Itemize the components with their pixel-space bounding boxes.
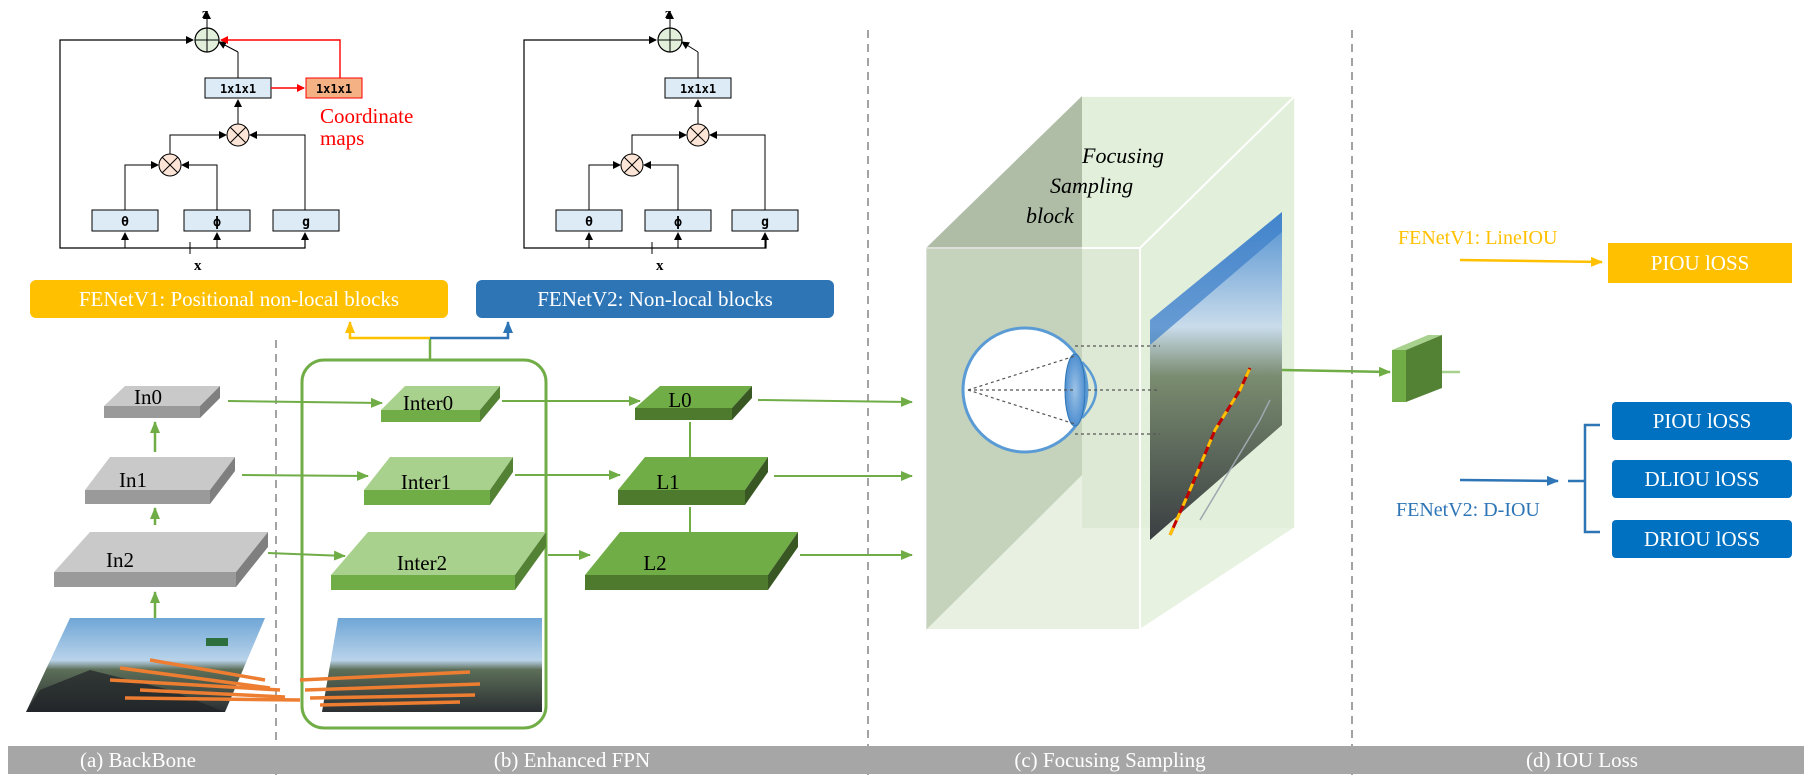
in1-layer-top xyxy=(85,457,235,490)
g-label: g xyxy=(761,215,769,230)
piou-loss-v2-label: PIOU lOSS xyxy=(1653,409,1752,433)
input-x-label: x xyxy=(656,258,664,274)
g-box xyxy=(731,209,799,232)
focusing-title-line-1: Focusing xyxy=(1081,143,1164,168)
input-x-label: x xyxy=(194,258,202,274)
focusing-title-line-2: Sampling xyxy=(1050,173,1133,198)
inter2-layer xyxy=(331,532,546,575)
banner-v2: FENetV2: Non-local blocks xyxy=(476,280,834,318)
theta-label: θ xyxy=(585,215,593,230)
coord-maps-label-1: Coordinate xyxy=(320,104,413,128)
in2-layer-top xyxy=(54,532,268,572)
l1-label: L1 xyxy=(656,470,679,494)
banner-v1-label: FENetV1: Positional non-local blocks xyxy=(79,287,399,311)
section-dividers xyxy=(275,30,1353,775)
phi-label: ϕ xyxy=(674,215,682,230)
section-b-label: (b) Enhanced FPN xyxy=(494,748,650,772)
focus-rays xyxy=(967,345,1160,435)
banner-v2-label: FENetV2: Non-local blocks xyxy=(537,287,773,311)
backbone-to-fpn-arrows xyxy=(227,397,383,561)
banner-v1-box xyxy=(30,280,448,318)
conv-out-label: 1x1x1 xyxy=(220,82,256,96)
nonlocal-block-v2: z x 1x1x1 θ ϕ g xyxy=(523,6,799,274)
inter1-layer xyxy=(364,457,513,490)
piou-loss-v1-box xyxy=(1608,243,1792,283)
fpn-to-banner-connector xyxy=(345,321,513,360)
section-d-label: (d) IOU Loss xyxy=(1526,748,1638,772)
head-block xyxy=(1392,350,1406,402)
output-z-label: z xyxy=(665,6,672,22)
l2-label: L2 xyxy=(643,551,666,575)
in1-label: In1 xyxy=(119,468,147,492)
dliou-loss-label: DLIOU lOSS xyxy=(1645,467,1760,491)
in2-label: In2 xyxy=(106,548,134,572)
loss-bracket xyxy=(1583,423,1600,534)
phi-label: ϕ xyxy=(213,215,221,230)
piou-loss-v1-label: PIOU lOSS xyxy=(1651,251,1750,275)
lane-annotation-arrows xyxy=(299,670,481,707)
focusing-title-line-3: block xyxy=(1026,203,1075,228)
in0-label: In0 xyxy=(134,385,162,409)
theta-label: θ xyxy=(121,215,129,230)
backbone: In0 In1 In2 xyxy=(26,385,301,712)
driou-loss-box xyxy=(1612,520,1792,558)
piou-loss-v2-box xyxy=(1612,402,1792,440)
v1-loss-label: FENetV1: LineIOU xyxy=(1398,227,1558,249)
dliou-loss-box xyxy=(1612,460,1792,498)
banner-v2-box xyxy=(476,280,834,318)
g-label: g xyxy=(302,215,310,230)
inter0-layer xyxy=(381,386,500,410)
focusing-sampling-block: Focusing Sampling block xyxy=(923,93,1391,632)
enhanced-fpn: Inter0 Inter1 Inter2 L0 L1 L2 xyxy=(299,358,913,730)
iou-loss: FENetV1: LineIOU FENetV2: D-IOU PIOU lOS… xyxy=(1392,227,1792,558)
l1-layer xyxy=(618,457,768,490)
conv-out-label: 1x1x1 xyxy=(680,82,716,96)
l2-layer xyxy=(585,532,798,575)
output-z-label: z xyxy=(202,6,209,22)
inter2-label: Inter2 xyxy=(397,551,447,575)
nonlocal-block-v1: z x 1x1x1 1x1x1 Coordinate maps θ ϕ g xyxy=(59,6,413,274)
banner-v1: FENetV1: Positional non-local blocks xyxy=(30,280,448,318)
caption-bar-bg xyxy=(8,746,1804,774)
lane-annotation-arrows xyxy=(109,658,301,702)
v2-loss-label: FENetV2: D-IOU xyxy=(1396,499,1540,521)
inter0-label: Inter0 xyxy=(403,391,453,415)
section-caption-bar: (a) BackBone (b) Enhanced FPN (c) Focusi… xyxy=(8,746,1804,774)
section-c-label: (c) Focusing Sampling xyxy=(1014,748,1206,772)
l0-layer xyxy=(635,386,752,408)
coord-conv-box xyxy=(305,77,363,99)
coord-conv-label: 1x1x1 xyxy=(316,82,352,96)
section-a-label: (a) BackBone xyxy=(80,748,196,772)
in0-layer-top xyxy=(104,386,220,406)
coord-maps-label-2: maps xyxy=(320,126,364,150)
inter1-label: Inter1 xyxy=(401,470,451,494)
l0-label: L0 xyxy=(668,388,691,412)
g-box xyxy=(272,209,340,232)
driou-loss-label: DRIOU lOSS xyxy=(1644,527,1760,551)
